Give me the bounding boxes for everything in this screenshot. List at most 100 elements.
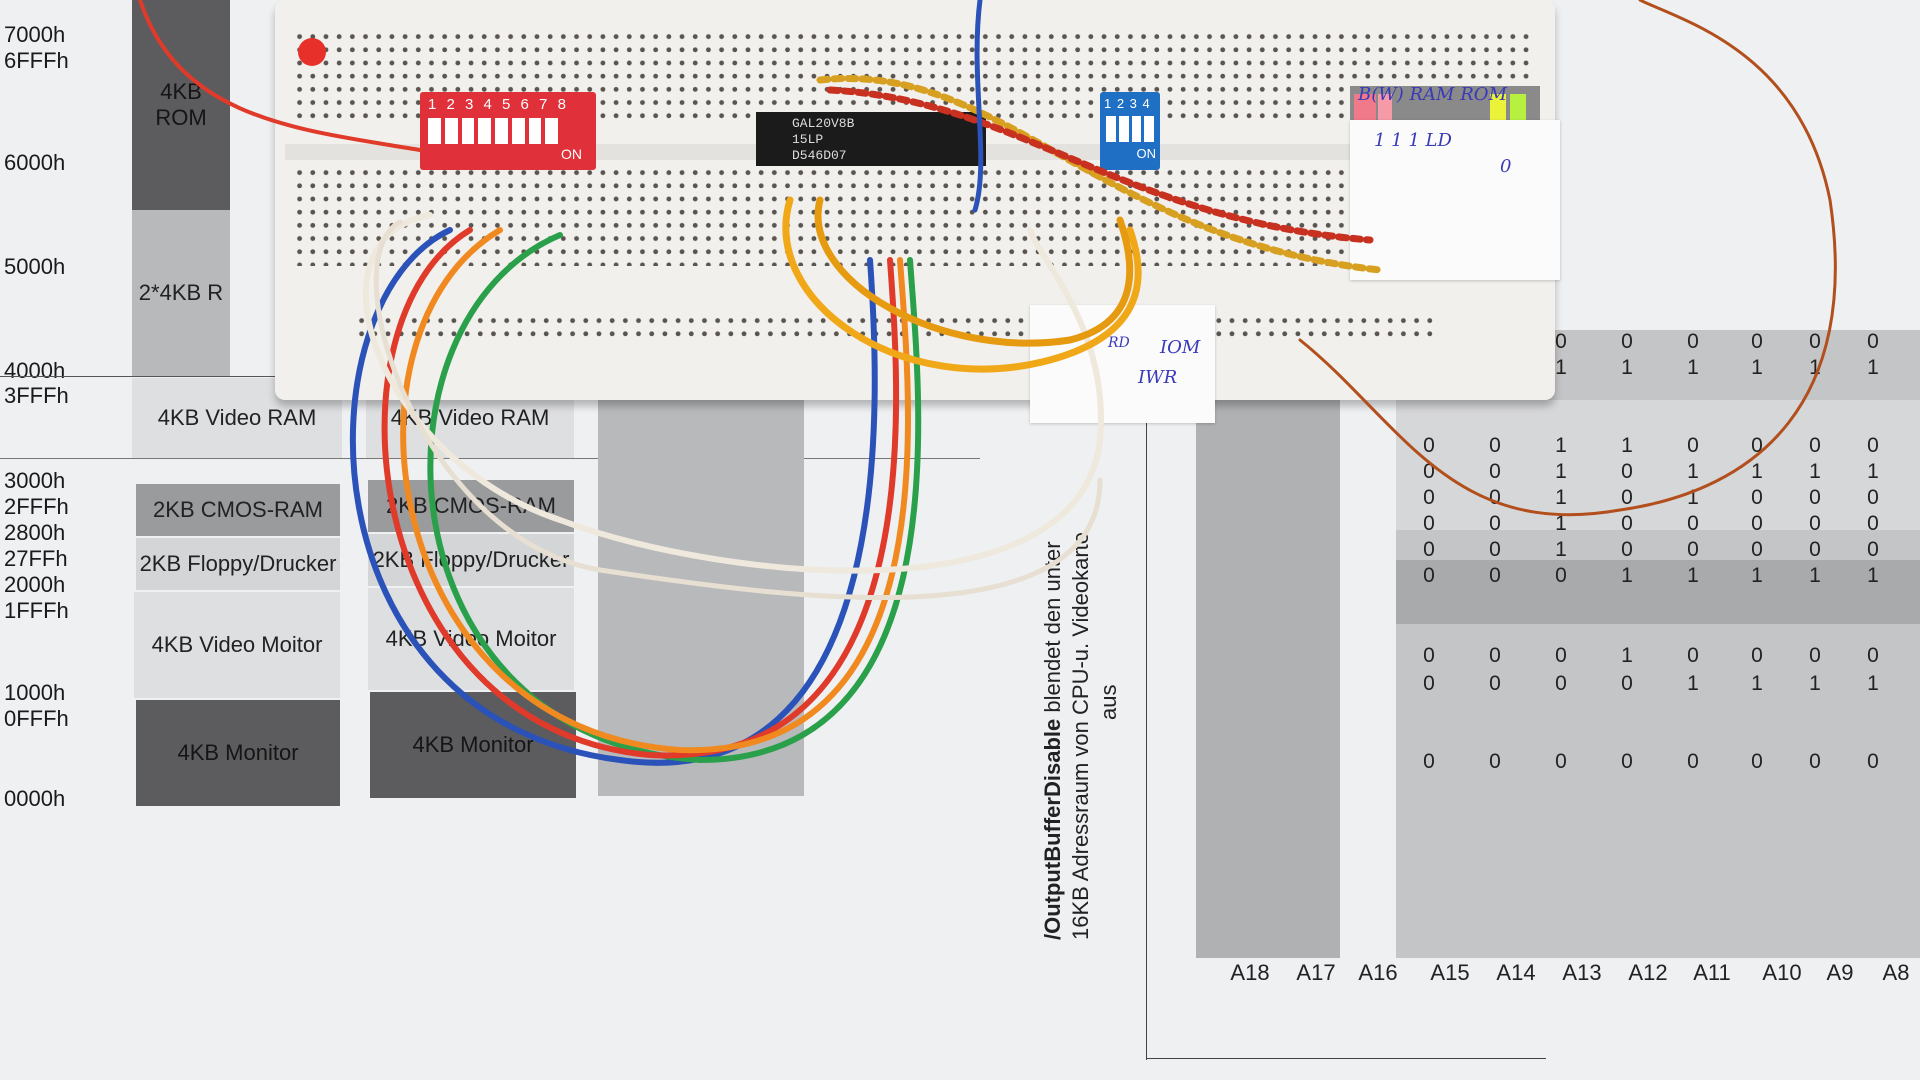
addr-2fff: 2FFFh [4,494,69,519]
bit-cell: 0 [1687,644,1699,667]
red-wire-2 [138,0,422,152]
floppy-label-1: 2KB Floppy/Drucker [139,551,337,576]
white-wire-1 [362,212,1104,574]
bit-cell: 1 [1751,356,1763,379]
bit-cell: 0 [1621,750,1633,773]
bit-cell: 0 [1489,750,1501,773]
address-header-a10: A10 [1762,960,1802,985]
bit-cell: 0 [1687,538,1699,561]
bit-cell: 0 [1751,486,1763,509]
cmos-block-2: 2KB CMOS-RAM [368,480,574,532]
addr-4000: 4000h [4,358,66,383]
address-header-a17: A17 [1296,960,1336,985]
bit-cell: 0 [1555,672,1567,695]
addr-6fff: 6FFFh [4,48,69,73]
bit-cell: 0 [1751,512,1763,535]
floppy-block-1: 2KB Floppy/Drucker [136,538,340,590]
blue-wire-1 [349,227,878,766]
address-header-a16: A16 [1358,960,1398,985]
addr-7000: 7000h [4,22,66,47]
led-paper-note: B(W) RAM ROM 1 1 1 LD 0 [1350,84,1560,280]
bit-cell: 0 [1423,460,1435,483]
checkered-wire-2 [826,86,1374,244]
bit-cell: 1 [1621,434,1633,457]
bit-cell: 1 [1751,672,1763,695]
addr-1fff: 1FFFh [4,598,69,623]
bit-cell: 0 [1423,564,1435,587]
bit-cell: 1 [1555,538,1567,561]
blue-dip-numbers: 1 2 3 4 [1104,96,1151,111]
bit-cell: 1 [1687,460,1699,483]
gal-chip: GAL20V8B 15LP D546D07 [756,112,986,166]
bit-cell: 1 [1687,486,1699,509]
gal-chip-line2: 15LP [792,132,824,147]
rom-block: 4KB ROM [132,0,230,210]
red-wire-1 [381,227,900,759]
bit-cell: 0 [1555,564,1567,587]
table-left-border [1146,330,1147,1060]
bit-cell: 0 [1423,512,1435,535]
bit-cell: 1 [1555,356,1567,379]
bit-cell: 0 [1423,750,1435,773]
addr-5000: 5000h [4,254,66,279]
bit-cell: 0 [1555,644,1567,667]
copper-wire [1298,0,1837,517]
bit-cell: 0 [1489,672,1501,695]
red-dip-switch[interactable]: 1 2 3 4 5 6 7 8 ON [420,92,596,170]
address-header-a8: A8 [1882,960,1910,985]
bit-cell: 0 [1489,486,1501,509]
bit-cell: 1 [1555,460,1567,483]
led-red-1 [1354,94,1376,128]
bit-cell: 0 [1687,750,1699,773]
orange-wire-1 [400,227,911,754]
bit-cell: 0 [1809,512,1821,535]
bit-cell: 1 [1687,356,1699,379]
note-iwr: IWR [1138,367,1178,388]
monitor-label-1: 4KB Monitor [177,740,299,765]
bit-cell: 1 [1687,672,1699,695]
bit-cell: 0 [1867,750,1879,773]
bit-cell: 1 [1867,672,1879,695]
blue-dip-switch[interactable]: 1 2 3 4 ON [1100,92,1160,170]
bit-cell: 0 [1621,330,1633,353]
bit-cell: 0 [1423,434,1435,457]
blue-dip-on: ON [1136,146,1157,161]
led-yellow-1 [1490,94,1506,128]
ram2x4-label: 2*4KB R [138,280,224,305]
bit-cell: 1 [1809,564,1821,587]
bit-cell: 0 [1751,330,1763,353]
bit-cell: 0 [1809,330,1821,353]
table-bottom-border [1146,1058,1546,1059]
bit-cell: 1 [1621,356,1633,379]
monitor-block-2: 4KB Monitor [370,692,576,798]
bit-cell: 0 [1867,538,1879,561]
addr-1000: 1000h [4,680,66,705]
ram2x4-block: 2*4KB R [132,210,230,376]
addr-2800: 2800h [4,520,66,545]
address-header-a15: A15 [1430,960,1470,985]
address-header-a12: A12 [1628,960,1668,985]
blue-dip-levers [1106,116,1154,142]
bit-cell: 0 [1489,538,1501,561]
yellow-wire-2 [814,196,1134,347]
addr-27ff: 27FFh [4,546,68,571]
video-monitor-label-1: 4KB Video Moitor [151,632,323,657]
a18-a16-columns [1196,330,1340,958]
red-dip-on: ON [561,146,582,162]
bit-cell: 0 [1423,672,1435,695]
bit-cell: 0 [1751,434,1763,457]
bit-cell: 0 [1555,750,1567,773]
bit-cell: 1 [1751,564,1763,587]
bit-cell: 0 [1621,512,1633,535]
gal-chip-line3: D546D07 [792,148,847,163]
led-green-1 [1510,94,1526,128]
bit-cell: 1 [1867,460,1879,483]
cmos-block-1: 2KB CMOS-RAM [136,484,340,536]
bit-cell: 1 [1867,356,1879,379]
bit-cell: 1 [1751,460,1763,483]
bit-cell: 1 [1809,356,1821,379]
bit-cell: 1 [1809,672,1821,695]
red-led [298,38,326,66]
note-iom: IOM [1160,337,1201,358]
video-ram-block-1: 4KB Video RAM [132,378,342,458]
